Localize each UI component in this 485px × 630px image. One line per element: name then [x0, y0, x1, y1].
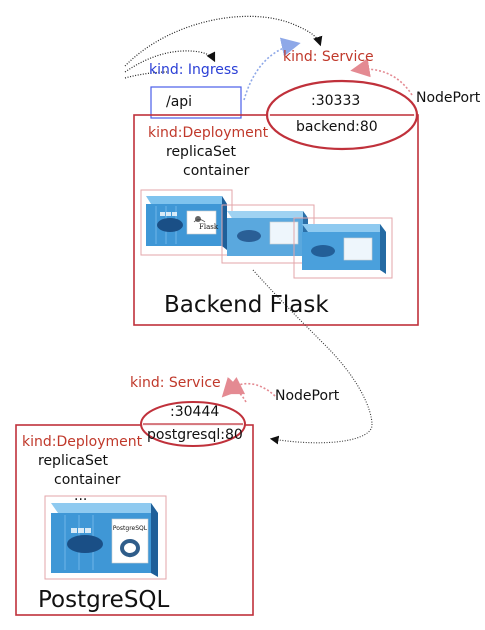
container-icon [140, 189, 233, 256]
backend-nodeport-label: NodePort [416, 90, 481, 106]
database-deployment-box [15, 424, 254, 616]
database-service-target: postgresql:80 [147, 427, 243, 443]
postgres-logo-text: PostgreSQL [113, 525, 148, 532]
backend-nodeport-arrow [350, 58, 413, 96]
flask-logo-text: Flask [199, 223, 219, 231]
database-service-kind-label: kind: Service [130, 375, 221, 391]
database-nodeport-arrow [221, 376, 276, 398]
flask-logo-icon [186, 210, 217, 235]
backend-service-target: backend:80 [296, 119, 378, 135]
database-title: PostgreSQL [38, 587, 170, 613]
request-flow-curve-to-service [124, 15, 323, 67]
database-replicaset-label: replicaSet [38, 453, 108, 469]
database-service-port: :30444 [170, 404, 220, 420]
backend-to-database-curve [252, 269, 373, 445]
ingress-path-box [150, 86, 242, 119]
database-container-label: container [54, 472, 121, 488]
ingress-kind-label: kind: Ingress [149, 62, 239, 78]
ingress-to-service-arrow [243, 37, 301, 101]
backend-service-kind-label: kind: Service [283, 49, 374, 65]
container-icon [293, 217, 393, 279]
database-service-arrow [223, 376, 247, 403]
backend-title: Backend Flask [164, 292, 329, 318]
database-deployment-kind-label: kind:Deployment [22, 434, 143, 450]
request-flow-curve-to-ingress [124, 50, 216, 73]
backend-container-label: container [183, 163, 250, 179]
database-ellipsis: ... [74, 488, 88, 504]
backend-replicaset-label: replicaSet [166, 144, 236, 160]
database-nodeport-label: NodePort [275, 388, 340, 404]
container-icon [221, 204, 315, 264]
ingress-path-label: /api [166, 94, 193, 110]
backend-service-port: :30333 [311, 93, 361, 109]
backend-deployment-kind-label: kind:Deployment [148, 125, 269, 141]
container-icon [44, 495, 167, 580]
